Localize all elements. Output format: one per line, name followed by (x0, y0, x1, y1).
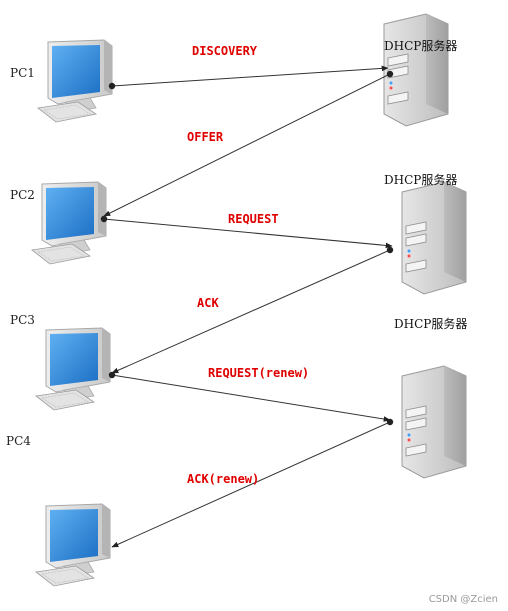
discovery-line (111, 65, 389, 87)
request-label: REQUEST (228, 212, 279, 226)
ack-label: ACK (197, 296, 219, 310)
pc4-label: PC4 (6, 434, 31, 448)
pc-2 (31, 181, 107, 265)
server-3 (401, 365, 467, 479)
tower-server-icon (401, 181, 467, 295)
server1-label: DHCP服务器 (384, 39, 458, 53)
offer-line (103, 73, 391, 217)
server2-label: DHCP服务器 (384, 173, 458, 187)
discovery-origin-dot (108, 82, 116, 90)
pc1-label: PC1 (10, 66, 35, 80)
ack-renew-line (111, 421, 391, 548)
server-2 (401, 181, 467, 295)
desktop-computer-icon (35, 503, 111, 587)
request-renew-line (111, 374, 391, 422)
offer-origin-dot (386, 70, 394, 78)
pc3-label: PC3 (10, 313, 35, 327)
pc-4 (35, 503, 111, 587)
server-1 (383, 13, 449, 127)
desktop-computer-icon (35, 327, 111, 411)
ack-line (111, 249, 391, 374)
ack-renew-origin-dot (386, 418, 394, 426)
request-renew-label: REQUEST(renew) (208, 366, 310, 380)
request-line (103, 218, 393, 249)
pc2-label: PC2 (10, 188, 35, 202)
desktop-computer-icon (31, 181, 107, 265)
watermark: CSDN @Zcien (428, 594, 498, 605)
pc-1 (37, 39, 113, 123)
request-origin-dot (100, 215, 108, 223)
offer-label: OFFER (187, 130, 224, 144)
desktop-computer-icon (37, 39, 113, 123)
pc-3 (35, 327, 111, 411)
discovery-label: DISCOVERY (192, 44, 258, 58)
tower-server-icon (401, 365, 467, 479)
ack-renew-label: ACK(renew) (187, 472, 260, 486)
server3-label: DHCP服务器 (394, 317, 468, 331)
tower-server-icon (383, 13, 449, 127)
request-renew-origin-dot (108, 371, 116, 379)
ack-origin-dot (386, 246, 394, 254)
